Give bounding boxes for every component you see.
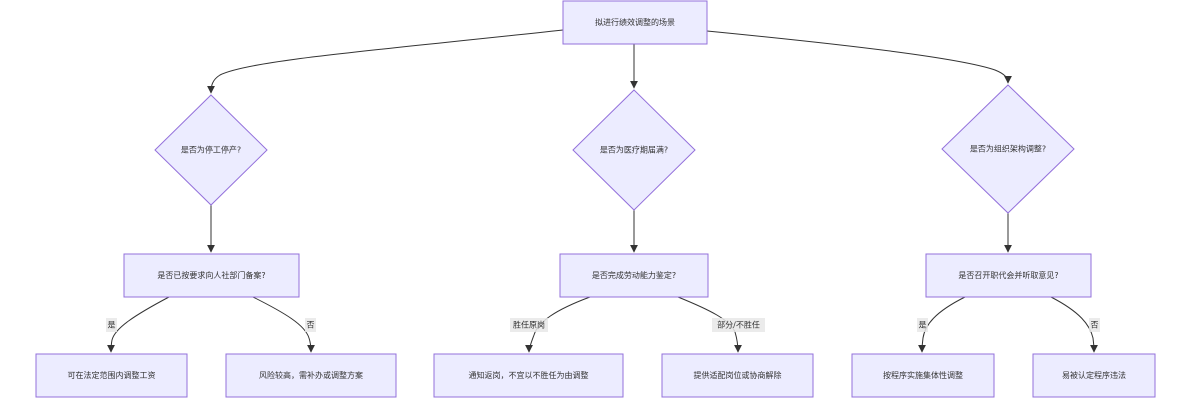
node-q3a[interactable]: 是否召开职代会并听取意见? xyxy=(925,253,1092,298)
edge-label-q3a-r6: 否 xyxy=(1089,318,1100,332)
svg-text:是否完成劳动能力鉴定?: 是否完成劳动能力鉴定? xyxy=(592,270,676,280)
svg-text:是否召开职代会并听取意见?: 是否召开职代会并听取意见? xyxy=(958,270,1058,280)
svg-text:风险较高，需补办或调整方案: 风险较高，需补办或调整方案 xyxy=(259,370,363,380)
svg-text:否: 否 xyxy=(1091,321,1099,330)
edge-label-q3a-r5: 是 xyxy=(917,318,928,332)
edge-label-q2a-r3: 胜任原岗 xyxy=(510,318,548,332)
edge-label-q1a-r1: 是 xyxy=(106,318,117,332)
edge-label-q1a-r2: 否 xyxy=(305,318,316,332)
svg-text:提供适配岗位或协商解除: 提供适配岗位或协商解除 xyxy=(694,370,782,380)
decision-q2[interactable]: 是否为医疗期届满? xyxy=(572,89,696,211)
edge-label-q2a-r4: 部分/不胜任 xyxy=(712,318,765,332)
svg-text:部分/不胜任: 部分/不胜任 xyxy=(717,320,760,330)
svg-text:是否为医疗期届满?: 是否为医疗期届满? xyxy=(600,145,668,155)
node-r6[interactable]: 易被认定程序违法 xyxy=(1032,353,1156,398)
svg-text:是否为组织架构调整?: 是否为组织架构调整? xyxy=(970,144,1046,154)
edge-q3a-r6 xyxy=(1050,296,1098,353)
svg-text:拟进行绩效调整的场景: 拟进行绩效调整的场景 xyxy=(595,17,675,27)
node-r5[interactable]: 按程序实施集体性调整 xyxy=(851,353,995,398)
node-q1a[interactable]: 是否已按要求向人社部门备案? xyxy=(123,253,300,298)
node-q2a[interactable]: 是否完成劳动能力鉴定? xyxy=(559,253,709,298)
node-r4[interactable]: 提供适配岗位或协商解除 xyxy=(661,353,814,398)
svg-text:可在法定范围内调整工资: 可在法定范围内调整工资 xyxy=(68,370,156,380)
edge-root-q3 xyxy=(706,30,1012,84)
node-r1[interactable]: 可在法定范围内调整工资 xyxy=(35,353,188,398)
node-r3[interactable]: 通知返岗，不宜以不胜任为由调整 xyxy=(433,353,624,398)
svg-text:是: 是 xyxy=(108,321,116,330)
decision-q1[interactable]: 是否为停工停产? xyxy=(154,94,268,206)
svg-text:是否为停工停产?: 是否为停工停产? xyxy=(181,145,241,155)
edge-q2a-r3 xyxy=(525,296,591,353)
edge-labels: 是 否 胜任原岗 部分/不胜任 是 否 xyxy=(106,318,1100,332)
svg-text:是否已按要求向人社部门备案?: 是否已按要求向人社部门备案? xyxy=(157,270,265,280)
edge-q3a-r5 xyxy=(918,296,966,353)
decision-q3[interactable]: 是否为组织架构调整? xyxy=(941,84,1075,214)
edges xyxy=(107,29,1098,353)
svg-text:否: 否 xyxy=(307,321,315,330)
edge-q1a-r2 xyxy=(252,296,315,353)
svg-text:胜任原岗: 胜任原岗 xyxy=(513,320,545,330)
svg-text:通知返岗，不宜以不胜任为由调整: 通知返岗，不宜以不胜任为由调整 xyxy=(469,370,589,380)
edge-q1a-r1 xyxy=(107,296,170,353)
svg-text:是: 是 xyxy=(919,321,927,330)
node-root[interactable]: 拟进行绩效调整的场景 xyxy=(562,0,708,45)
svg-text:按程序实施集体性调整: 按程序实施集体性调整 xyxy=(883,370,963,380)
edge-root-q1 xyxy=(207,29,564,94)
svg-text:易被认定程序违法: 易被认定程序违法 xyxy=(1062,370,1126,380)
node-r2[interactable]: 风险较高，需补办或调整方案 xyxy=(225,353,397,398)
